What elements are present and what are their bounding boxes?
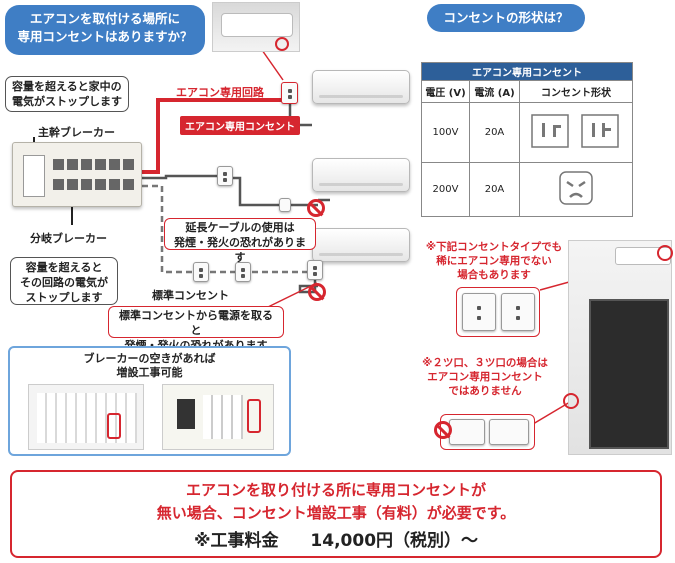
breaker-photo-1-image [37,393,137,443]
branch-outlet [217,166,233,186]
outlet-type-photo-1 [456,287,540,337]
outlet-type-b [501,293,535,331]
branch-line-2 [142,174,219,180]
ac-circuit-line [142,98,283,174]
breaker-photo-2-main [177,399,195,429]
current-100: 20A [469,102,520,163]
price-value: 14,000円（税別）〜 [310,531,479,551]
table-title: エアコン専用コンセント [421,62,633,81]
standard-outlet-2 [235,262,251,282]
voltage-100: 100V [421,102,470,163]
ac-dedicated-outlet [281,82,298,104]
current-200: 20A [469,162,520,217]
ac-unit-image [221,13,293,37]
label-standard-outlet: 標準コンセント [152,289,229,302]
branch-line-3 [142,184,195,274]
outlet-type-photo-2 [440,414,535,450]
room-photo [563,240,673,455]
outlet-spec-table: エアコン専用コンセント 電圧 (V) 電流 (A) コンセント形状 100V 2… [421,62,633,217]
note-multi-outlet: ※２ツ口、３ツ口の場合は エアコン専用コンセント ではありません [422,357,548,398]
standard-outlet-3 [307,260,323,280]
table-row: 200V 20A [421,162,633,217]
ac-unit-3 [312,228,410,262]
ac-unit-photo [212,2,300,52]
branch-breaker-row-1 [53,159,134,170]
question-left: エアコンを取付ける場所に 専用コンセントはありますか？ [5,5,205,55]
breaker-photo-2 [162,384,274,450]
breaker-photo-1 [28,384,144,450]
notice-line-1: エアコンを取り付ける所に専用コンセントが [185,481,486,499]
col-voltage: 電圧 (V) [421,80,470,103]
prohibited-icon-extension [307,199,325,217]
outlet-double [449,419,485,445]
outlet-200v-icon [559,171,593,205]
room-window [589,299,669,449]
price-label: ※工事料金 [193,531,279,551]
question-right: コンセントの形状は？ [427,4,585,32]
label-main-breaker: 主幹ブレーカー [38,126,115,139]
red-marker [275,37,289,51]
extension-cord [226,176,318,207]
label-ac-circuit: エアコン専用回路 [176,86,264,99]
outlet-100v-icon [531,114,619,148]
breaker-panel [12,142,142,207]
callout-branch-breaker: 容量を超えると その回路の電気が ストップします [10,257,118,305]
branch-breaker-row-2 [53,179,134,190]
col-current: 電流 (A) [469,80,520,103]
prohibited-icon-multi [434,421,452,439]
note-rare-outlet: ※下記コンセントタイプでも 稀にエアコン専用でない 場合もあります [425,241,563,282]
table-row: 100V 20A [421,102,633,163]
label-branch-breaker: 分岐ブレーカー [30,232,107,245]
outlet-shape-100v [519,102,633,163]
outlet-shape-200v [519,162,633,217]
outlet-type-a [462,293,496,331]
ac-unit-2 [312,158,410,192]
breaker-photo-2-branches [203,395,243,439]
label-ac-outlet: エアコン専用コンセント [180,116,300,135]
bottom-notice: エアコンを取り付ける所に専用コンセントが 無い場合、コンセント増設工事（有料）が… [10,470,662,558]
breaker-photo-2-marker [247,399,261,433]
voltage-200: 200V [421,162,470,217]
warning-standard-outlet: 標準コンセントから電源を取ると 発煙・発火の恐れがあります [108,306,284,352]
room-marker-top [657,245,673,261]
breaker-box-title: ブレーカーの空きがあれば 増設工事可能 [83,352,216,380]
col-outlet-shape: コンセント形状 [519,80,633,103]
outlet-triple [489,419,529,445]
notice-line-3: ※工事料金 14,000円（税別）〜 [12,526,660,551]
ac-unit-1 [312,70,410,104]
callout-main-breaker: 容量を超えると家中の 電気がストップします [5,76,129,112]
prohibited-icon-standard [308,283,326,301]
standard-outlet-1 [193,262,209,282]
breaker-addition-box: ブレーカーの空きがあれば 増設工事可能 [8,346,291,456]
notice-line-2: 無い場合、コンセント増設工事（有料）が必要です。 [156,504,516,522]
extension-plug [279,198,291,212]
main-breaker-switch [23,155,45,197]
breaker-photo-1-marker [107,413,121,439]
warning-extension-cable: 延長ケーブルの使用は 発煙・発火の恐れがあります [164,218,316,264]
room-marker-wall [563,393,579,409]
